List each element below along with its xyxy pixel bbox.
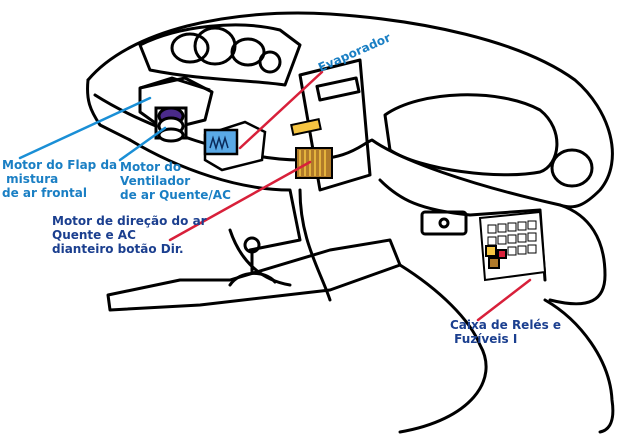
evaporator-unit: [203, 120, 267, 172]
gauge-left: [170, 32, 210, 64]
fan-motor: [154, 106, 188, 143]
gauge-right: [230, 37, 266, 67]
instrument-hood: [138, 23, 302, 87]
gear-boot: [228, 271, 277, 287]
radio-slot: [315, 76, 361, 102]
passenger-lower: [378, 178, 547, 282]
lower-vent: [420, 210, 468, 236]
floor-right: [398, 263, 488, 434]
floor-left: [106, 238, 402, 312]
label-direction-motor: Motor de direção do ar Quente e AC diant…: [52, 214, 207, 256]
label-flap-motor: Motor do Flap da mistura de ar frontal: [2, 158, 118, 200]
direction-motor-unit: [290, 118, 333, 179]
glovebox-outline: [383, 93, 559, 177]
label-fan-motor: Motor do Ventilador de ar Quente/AC: [120, 160, 231, 202]
relay-box-unit: [478, 210, 547, 282]
vent-right: [550, 148, 594, 188]
leader-fan-motor: [118, 126, 167, 162]
lower-dash: [128, 138, 302, 252]
lower-vent-knob: [438, 217, 450, 229]
gauge-center: [193, 26, 237, 66]
flap-motor-top: [139, 76, 211, 92]
side-panel: [548, 203, 607, 306]
center-tunnel: [298, 188, 332, 302]
label-relay-box: Caixa de Relés e Fuzíveis I: [450, 318, 562, 346]
dashboard-left-edge: [86, 78, 132, 142]
leader-flap-motor: [18, 96, 152, 160]
leader-evaporator: [238, 70, 324, 150]
gauge-small: [258, 50, 282, 74]
leader-direction-motor: [168, 160, 312, 242]
dashboard-top-outline: [86, 11, 614, 209]
leader-relay-box: [476, 278, 532, 322]
floor-right-outer: [543, 298, 615, 434]
